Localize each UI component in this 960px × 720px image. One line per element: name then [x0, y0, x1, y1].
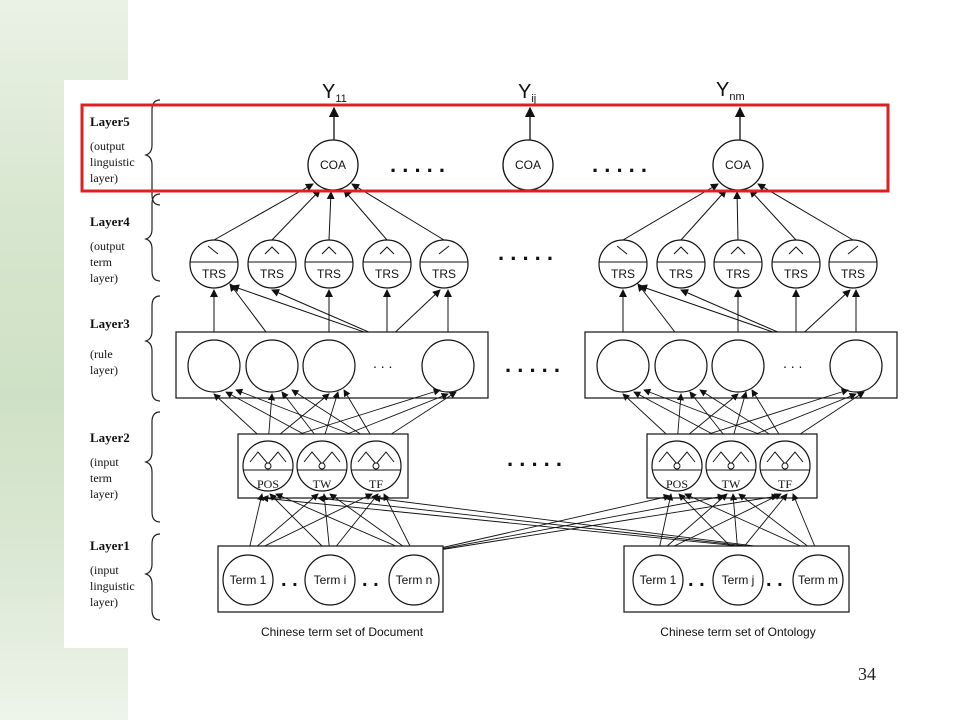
coa-nodes: COA COA COA	[307, 139, 764, 191]
layer2-desc-3: layer)	[90, 487, 118, 501]
term-left-1: Term 1	[230, 573, 267, 587]
coa-label-3: COA	[725, 158, 751, 172]
term-right-2: Term j	[722, 573, 755, 587]
layer1-desc-3: layer)	[90, 595, 118, 609]
term-dots-right-1: . .	[688, 569, 705, 591]
layer5-highlight	[80, 103, 890, 193]
rule-ellipsis: . . . . .	[505, 352, 560, 377]
input-ellipsis: . . . . .	[507, 446, 562, 471]
rule-node	[187, 339, 241, 393]
layer5-desc-3: layer)	[90, 171, 118, 185]
pos-label: POS	[666, 477, 688, 491]
output-ynm: Ynm	[716, 79, 745, 103]
term-left-2: Term i	[314, 573, 347, 587]
trs-label: TRS	[260, 267, 284, 281]
membership-curve-icon	[673, 246, 689, 255]
layer1-desc-2: linguistic	[90, 579, 135, 593]
trs-label: TRS	[375, 267, 399, 281]
membership-curve-icon	[207, 245, 219, 255]
layer5-desc-1: (output	[90, 139, 125, 153]
trs-label: TRS	[432, 267, 456, 281]
layer5-title: Layer5	[90, 114, 130, 129]
membership-curve-icon	[616, 245, 628, 255]
membership-curve-icon	[847, 245, 859, 255]
layer4-desc-2: term	[90, 255, 113, 269]
layer5-desc-2: linguistic	[90, 155, 135, 169]
trs-label: TRS	[202, 267, 226, 281]
coa-label-2: COA	[515, 158, 541, 172]
rule-node	[245, 339, 299, 393]
layer1-desc-1: (input	[90, 563, 119, 577]
membership-curve-icon	[788, 246, 804, 255]
rule-node	[596, 339, 650, 393]
trs-ellipsis: . . . . .	[498, 240, 553, 265]
output-yij: Yij	[518, 81, 536, 105]
input-term-nodes: POS TW TF POS TW TF	[242, 440, 811, 492]
rule-small-ellipsis-left: . . .	[373, 355, 392, 371]
coa-ellipsis-1: . . . . .	[390, 152, 445, 177]
layer1-title: Layer1	[90, 538, 130, 553]
rule-node	[711, 339, 765, 393]
page-number: 34	[858, 664, 876, 684]
tw-label: TW	[722, 477, 741, 491]
layer4-title: Layer4	[90, 214, 130, 229]
term-dots-left-1: . .	[281, 569, 298, 591]
layer2-desc-2: term	[90, 471, 113, 485]
term-right-1: Term 1	[640, 573, 677, 587]
trs-label: TRS	[317, 267, 341, 281]
layer3-title: Layer3	[90, 316, 130, 331]
coa-label-1: COA	[320, 158, 346, 172]
term-left-3: Term n	[396, 573, 433, 587]
layer4-desc-1: (output	[90, 239, 125, 253]
term-dots-right-2: . .	[766, 569, 783, 591]
caption-left: Chinese term set of Document	[261, 625, 424, 639]
trs-label: TRS	[726, 267, 750, 281]
tw-label: TW	[313, 477, 332, 491]
membership-curve-icon	[264, 246, 280, 255]
term-right-3: Term m	[798, 573, 838, 587]
layer3-desc-1: (rule	[90, 347, 113, 361]
coa-ellipsis-2: . . . . .	[592, 152, 647, 177]
term-dots-left-2: . .	[362, 569, 379, 591]
layer3-desc-2: layer)	[90, 363, 118, 377]
rule-node	[829, 339, 883, 393]
tf-label: TF	[369, 477, 383, 491]
trs-label: TRS	[669, 267, 693, 281]
trs-label: TRS	[611, 267, 635, 281]
trs-label: TRS	[784, 267, 808, 281]
rule-node	[421, 339, 475, 393]
pos-label: POS	[257, 477, 279, 491]
layer2-title: Layer2	[90, 430, 130, 445]
rule-node	[302, 339, 356, 393]
layer4-desc-3: layer)	[90, 271, 118, 285]
rule-small-ellipsis-right: . . .	[783, 355, 802, 371]
tf-label: TF	[778, 477, 792, 491]
membership-curve-icon	[321, 246, 337, 255]
rule-node	[654, 339, 708, 393]
membership-curve-icon	[379, 246, 395, 255]
membership-curve-icon	[730, 246, 746, 255]
membership-curve-icon	[438, 245, 450, 255]
trs-nodes-left: TRS TRS TRS TRS TRS	[189, 239, 469, 289]
caption-right: Chinese term set of Ontology	[660, 625, 815, 639]
layer2-desc-1: (input	[90, 455, 119, 469]
trs-label: TRS	[841, 267, 865, 281]
trs-nodes-right: TRS TRS TRS TRS TRS	[598, 239, 878, 289]
output-y11: Y11	[322, 81, 347, 105]
